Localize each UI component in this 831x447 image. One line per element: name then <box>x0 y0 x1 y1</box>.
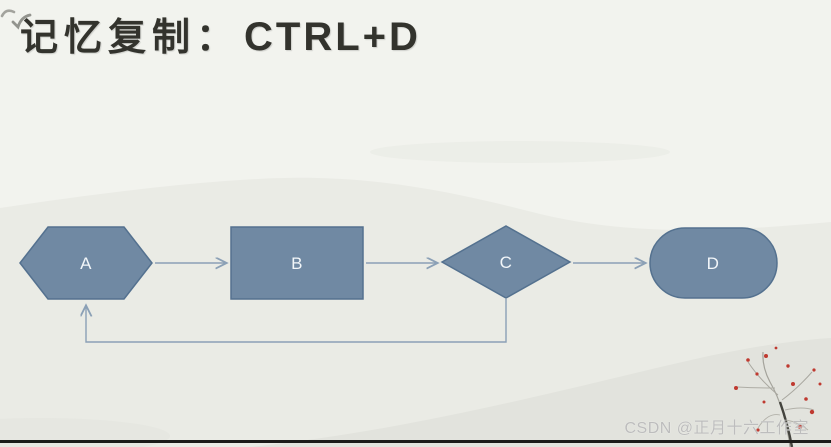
node-d-label: D <box>706 254 720 273</box>
edge-c-to-a-loop <box>86 299 507 343</box>
title-shortcut: CTRL+D <box>244 15 421 59</box>
plum-branch-icon <box>734 346 822 447</box>
node-b-rectangle <box>230 226 364 300</box>
node-a-hexagon <box>19 226 153 300</box>
node-a-label: A <box>80 254 92 273</box>
page-title: 记忆复制： CTRL+D <box>20 6 421 61</box>
node-c-label: C <box>499 253 513 272</box>
node-c-diamond <box>440 225 572 299</box>
title-keyword: 记忆复制： <box>20 17 241 59</box>
bottom-frame-line <box>0 440 831 443</box>
csdn-watermark: CSDN @正月十六工作室 <box>624 420 809 437</box>
node-d-stadium <box>649 227 778 299</box>
bird-strokes-icon <box>0 9 32 30</box>
node-b-label: B <box>291 254 303 273</box>
